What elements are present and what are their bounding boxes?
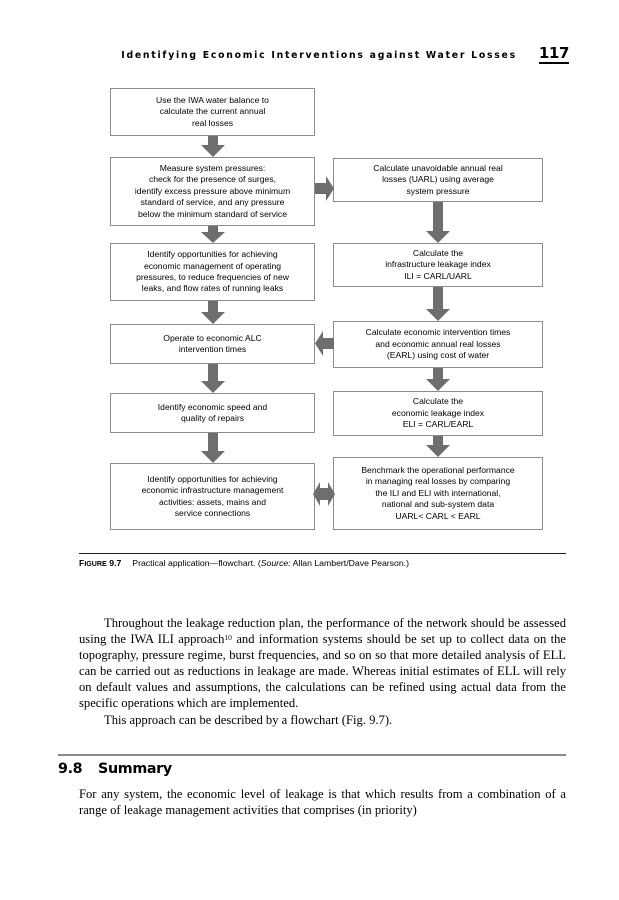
section-number: 9.8	[58, 761, 83, 777]
footnote-marker: 10	[224, 632, 232, 642]
flow-box-calculate-earl: Calculate economic intervention times an…	[333, 321, 543, 368]
paragraph-1-part2: and information systems should be set up…	[79, 632, 566, 711]
flow-box-text: Use the IWA water balance to calculate t…	[156, 94, 269, 128]
flow-box-text: Identify opportunities for achieving eco…	[141, 473, 284, 518]
flowchart: Use the IWA water balance to calculate t…	[0, 80, 619, 555]
figure-label: FIGURE 9.7	[79, 558, 121, 568]
flow-box-text: Operate to economic ALC intervention tim…	[163, 332, 262, 354]
running-head-title: Identifying Economic Interventions again…	[121, 50, 517, 61]
page-number: 117	[538, 44, 569, 64]
flow-box-text: Benchmark the operational performance in…	[361, 464, 515, 521]
section-title: Summary	[98, 761, 172, 777]
figure-label-number: 9.7	[109, 558, 122, 568]
flow-box-calculate-ili: Calculate the infrastructure leakage ind…	[333, 243, 543, 287]
flow-box-text: Calculate unavoidable annual real losses…	[373, 162, 503, 196]
running-head: Identifying Economic Interventions again…	[60, 44, 569, 66]
flow-box-benchmark-performance: Benchmark the operational performance in…	[333, 457, 543, 530]
flow-box-text: Calculate the economic leakage index ELI…	[391, 396, 485, 430]
flow-box-text: Identify economic speed and quality of r…	[157, 401, 268, 423]
arrow-right-l2-r1	[315, 175, 334, 202]
flow-box-text: Calculate the infrastructure leakage ind…	[385, 247, 491, 281]
arrow-left-r3-l4	[315, 330, 334, 357]
arrow-down-l3-l4	[200, 301, 226, 324]
flow-box-text: Identify opportunities for achieving eco…	[136, 249, 289, 294]
flow-box-operate-economic-alc: Operate to economic ALC intervention tim…	[110, 324, 315, 364]
figure-caption: FIGURE 9.7 Practical application—flowchar…	[79, 557, 579, 570]
caption-text: Practical application—flowchart. (	[132, 558, 261, 568]
caption-source-label: Source:	[260, 558, 291, 568]
section-paragraph: For any system, the economic level of le…	[79, 787, 566, 818]
arrow-down-l1-l2	[200, 136, 226, 157]
caption-rule	[79, 553, 566, 554]
paragraph-1-part1: Throughout the leakage reduction plan, t…	[79, 616, 566, 647]
flow-box-calculate-eli: Calculate the economic leakage index ELI…	[333, 391, 543, 436]
flow-box-measure-system-pressures: Measure system pressures: check for the …	[110, 157, 315, 226]
arrow-down-r2-r3	[425, 287, 451, 321]
arrow-down-r3-r4	[425, 368, 451, 391]
arrow-down-r4-r5	[425, 436, 451, 457]
figure-label-word: FIGURE	[79, 558, 107, 568]
section-rule	[58, 754, 566, 756]
flow-box-identify-infrastructure-opportunities: Identify opportunities for achieving eco…	[110, 463, 315, 530]
arrow-down-l5-l6	[200, 433, 226, 463]
flow-box-text: Measure system pressures: check for the …	[134, 162, 291, 219]
arrow-down-r1-r2	[425, 202, 451, 243]
section-heading: 9.8 Summary	[58, 761, 566, 781]
flow-box-identify-pressure-opportunities: Identify opportunities for achieving eco…	[110, 243, 315, 301]
flow-box-identify-speed-quality-repairs: Identify economic speed and quality of r…	[110, 393, 315, 433]
arrow-down-l2-l3	[200, 226, 226, 243]
arrow-bidirectional-l6-r5	[313, 480, 335, 508]
flow-box-calculate-uarl: Calculate unavoidable annual real losses…	[333, 158, 543, 202]
arrow-down-l4-l5	[200, 364, 226, 393]
flow-box-use-iwa-water-balance: Use the IWA water balance to calculate t…	[110, 88, 315, 136]
paragraph-2: This approach can be described by a flow…	[104, 712, 393, 727]
body-text: Throughout the leakage reduction plan, t…	[79, 615, 566, 728]
section-body-text: For any system, the economic level of le…	[79, 786, 566, 818]
caption-source-value: Allan Lambert/Dave Pearson.)	[290, 558, 409, 568]
paragraph-1: Throughout the leakage reduction plan, t…	[79, 615, 566, 712]
flow-box-text: Calculate economic intervention times an…	[365, 327, 511, 361]
